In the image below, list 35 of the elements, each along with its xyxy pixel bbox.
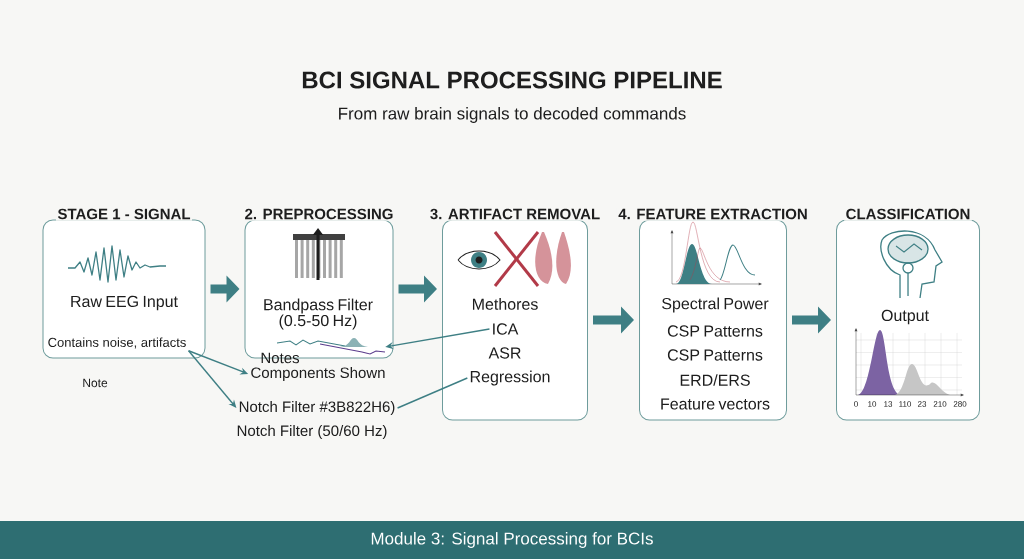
note-text: Notch Filter (50/60 Hz) bbox=[237, 425, 387, 439]
note-text: Methores bbox=[473, 298, 538, 310]
tick-label: 280 bbox=[953, 401, 967, 407]
stage-text: CSP Patterns bbox=[667, 349, 763, 361]
tick-label: 23 bbox=[917, 401, 927, 407]
stage-text: CSP Patterns bbox=[667, 325, 763, 337]
tick-label: 10 bbox=[868, 401, 877, 407]
tick-label: 0 bbox=[854, 401, 858, 407]
tick-label: 110 bbox=[899, 401, 912, 407]
note-text: ICA bbox=[493, 323, 519, 335]
arrow bbox=[187, 350, 237, 408]
stage-heading: 2. PREPROCESSING bbox=[243, 207, 395, 221]
subtitle: From raw brain signals to decoded commands bbox=[339, 107, 686, 123]
stage-text: Bandpass Filter (0.5-50 Hz) bbox=[264, 298, 373, 330]
stage-heading: 4. FEATURE EXTRACTION bbox=[616, 207, 810, 221]
stage-text: Raw EEG Input bbox=[71, 295, 178, 311]
stage-heading: STAGE 1 - SIGNAL bbox=[55, 207, 193, 221]
stage-heading: 3. ARTIFACT REMOVAL bbox=[428, 207, 602, 221]
stage-text: Spectral Power bbox=[662, 297, 769, 313]
note-text: Note bbox=[83, 378, 108, 388]
title: BCI SIGNAL PROCESSING PIPELINE bbox=[302, 71, 722, 89]
note-text: Components Shown bbox=[251, 367, 385, 381]
stage-text: ERD/ERS bbox=[680, 374, 750, 386]
note-text: Contains noise, artifacts bbox=[48, 337, 186, 349]
tick-label: 13 bbox=[884, 401, 893, 407]
stage-text: Feature vectors bbox=[661, 398, 770, 410]
stage-text: Output bbox=[881, 309, 929, 325]
leader-line bbox=[396, 377, 469, 409]
note-text: ASR bbox=[488, 347, 521, 359]
note-text: Notes bbox=[261, 352, 300, 364]
note-text: Notch Filter #3B822H6) bbox=[239, 401, 395, 415]
stage-heading: CLASSIFICATION bbox=[844, 207, 972, 221]
tick-label: 210 bbox=[933, 401, 947, 407]
footer-band: Module 3: Signal Processing for BCIs bbox=[0, 521, 1024, 559]
note-text: Regression bbox=[470, 370, 550, 386]
